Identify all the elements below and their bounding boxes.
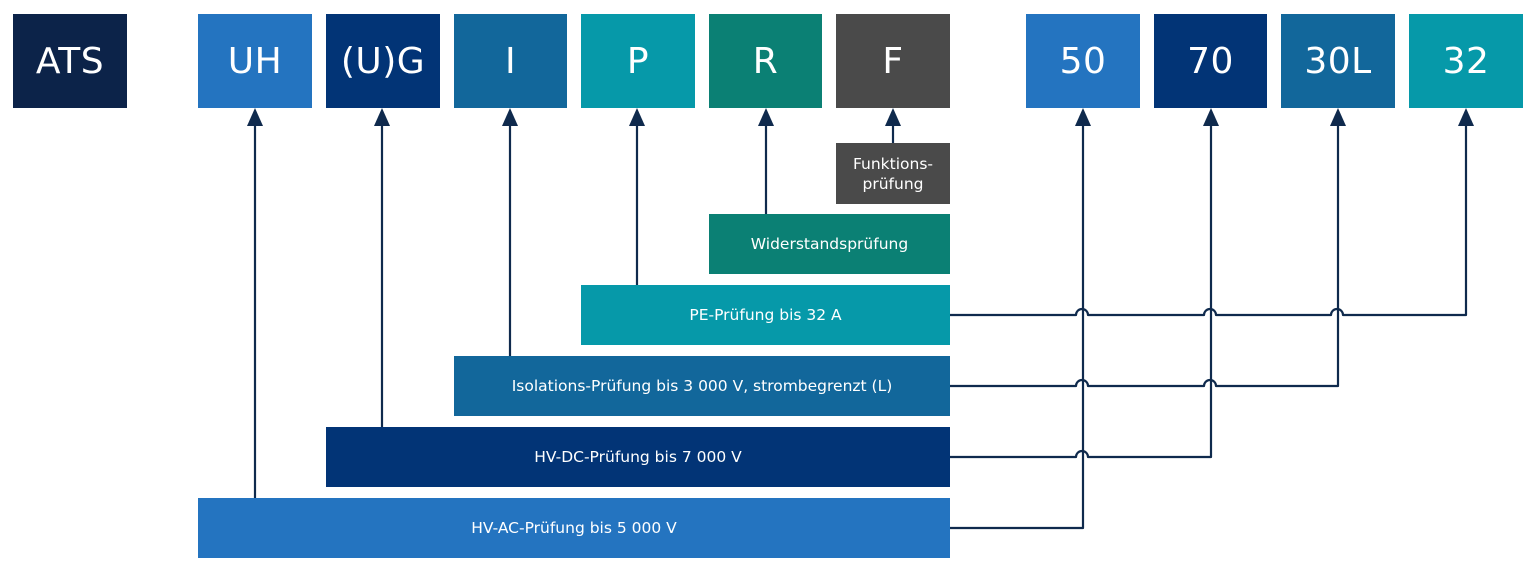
isolations-pruefung-bar: Isolations-Prüfung bis 3 000 V, strombeg… (454, 356, 950, 416)
arrow-30l-icon (1330, 108, 1346, 126)
code-r: R (709, 14, 822, 108)
code-f: F (836, 14, 950, 108)
code-70: 70 (1154, 14, 1267, 108)
code-ug: (U)G (326, 14, 440, 108)
funktionspruefung-line1: Funktions- (852, 154, 934, 173)
arrow-ug-icon (374, 108, 390, 126)
code-p: P (581, 14, 695, 108)
arrow-i-icon (502, 108, 518, 126)
arrow-p-icon (629, 108, 645, 126)
line-hvac-to-50 (950, 122, 1085, 530)
code-30l: 30L (1281, 14, 1395, 108)
code-uh: UH (198, 14, 312, 108)
widerstandspruefung-bar: Widerstandsprüfung (709, 214, 950, 274)
arrow-70-icon (1203, 108, 1219, 126)
code-ats: ATS (13, 14, 127, 108)
funktionspruefung-box: Funktions- prüfung (836, 143, 950, 204)
code-50: 50 (1026, 14, 1140, 108)
code-32: 32 (1409, 14, 1523, 108)
hv-ac-pruefung-bar: HV-AC-Prüfung bis 5 000 V (198, 498, 950, 558)
code-i: I (454, 14, 567, 108)
arrow-50-icon (1075, 108, 1091, 126)
line-hvdc-to-70 (950, 122, 1213, 459)
pe-pruefung-bar: PE-Prüfung bis 32 A (581, 285, 950, 345)
arrow-r-icon (758, 108, 774, 126)
hv-dc-pruefung-bar: HV-DC-Prüfung bis 7 000 V (326, 427, 950, 487)
funktionspruefung-line2: prüfung (862, 174, 924, 193)
line-pe-to-32 (950, 122, 1468, 317)
arrow-uh-icon (247, 108, 263, 126)
arrow-32-icon (1458, 108, 1474, 126)
arrow-f-icon (885, 108, 901, 126)
line-iso-to-30l (950, 122, 1340, 388)
